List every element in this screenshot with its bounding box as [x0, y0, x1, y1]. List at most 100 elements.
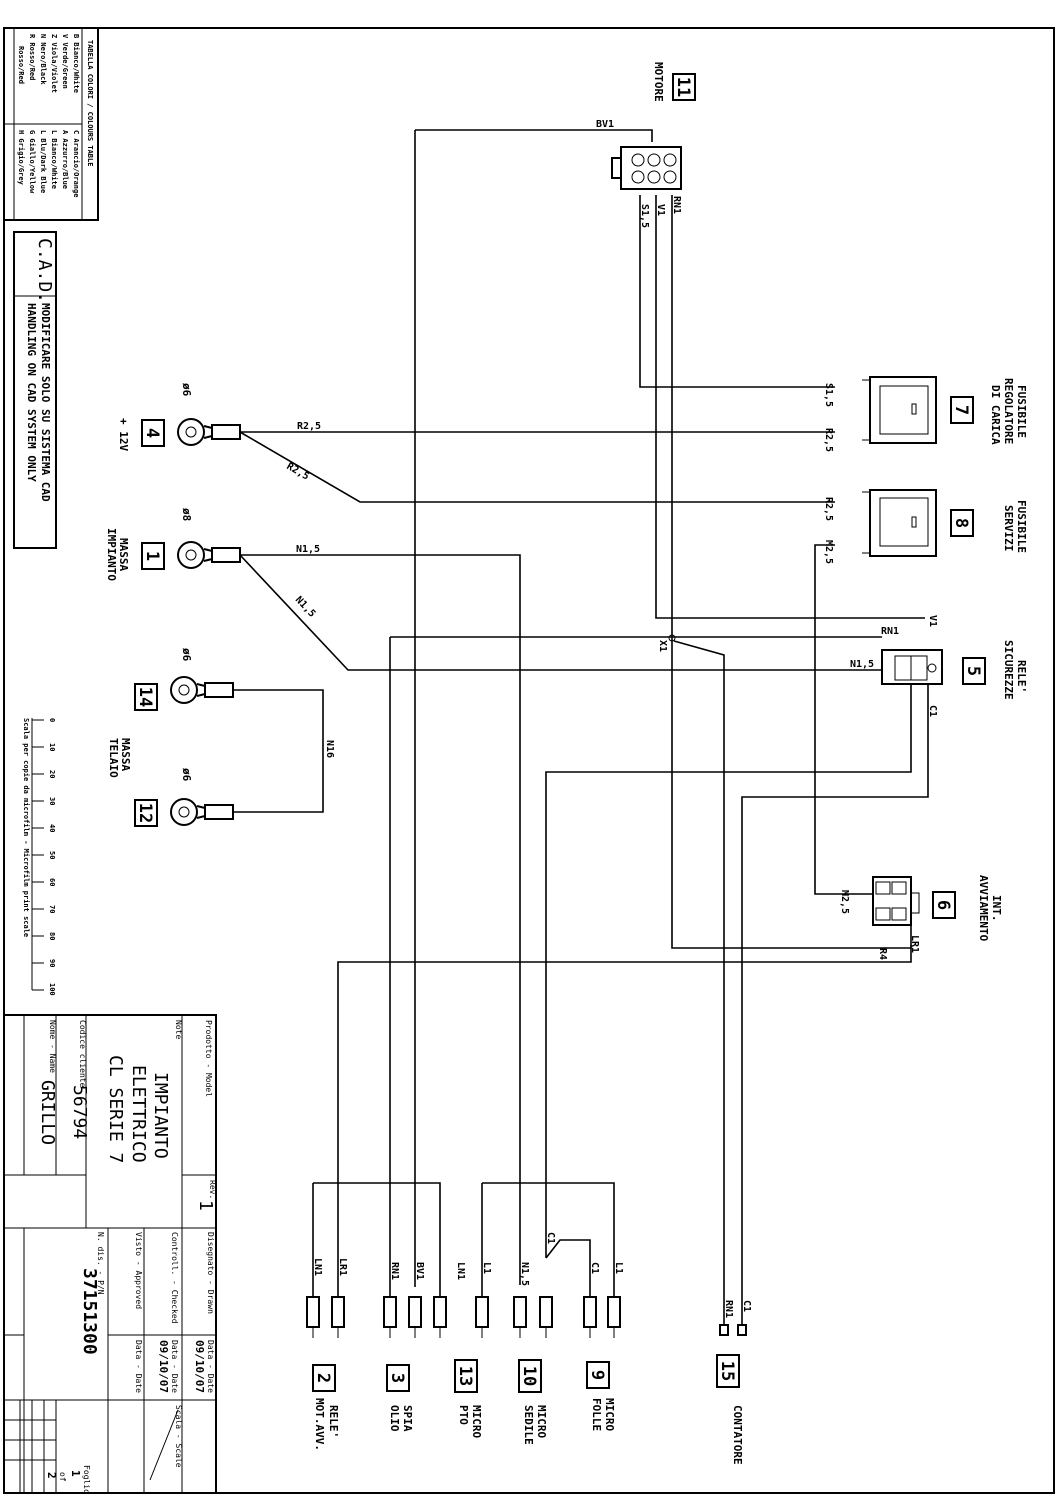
legend-row: G Giallo/Yellow	[28, 130, 36, 194]
fuse-holder-8	[862, 489, 937, 557]
ring-terminal-4	[177, 418, 241, 446]
relay-5-label-1: RELE'	[1015, 660, 1028, 693]
tb-nome: GRILLO	[37, 1080, 58, 1145]
wire-label: C1	[589, 1262, 600, 1274]
component-num-11: 11	[673, 77, 693, 97]
wire-label: RN1	[671, 196, 682, 214]
component-num-1: 1	[142, 551, 162, 561]
fuse-7-label-1: FUSIBILE	[1015, 385, 1028, 438]
cad-line-1: MODIFICARE SOLO SU SISTEMA CAD	[39, 303, 52, 502]
legend-row: Rosso/Red	[17, 46, 25, 84]
component-num-13: 13	[455, 1366, 475, 1386]
tb-sheet-num: 1	[69, 1470, 82, 1477]
tb-title-3: CL SERIE 7	[105, 1055, 126, 1163]
component-num-7: 7	[951, 405, 971, 415]
tb-of: of	[58, 1472, 67, 1482]
wires	[233, 129, 929, 1325]
relay-5-label-2: SICUREZZE	[1002, 640, 1015, 700]
tb-part-number: 37151300	[79, 1268, 100, 1355]
fuse-8-label-2: SERVIZI	[1002, 505, 1015, 551]
scale-note: Scala per copie da microfilm - Microfilm…	[22, 718, 30, 937]
terminal-14-size: ø6	[180, 648, 193, 662]
component-num-12: 12	[135, 803, 155, 823]
legend-title: TABELLA COLORI / COLOURS TABLE	[86, 40, 94, 166]
bottom-connectors	[306, 1296, 747, 1338]
wire-label: M2,5	[839, 890, 850, 914]
wire-label: R2,5	[297, 421, 321, 432]
wire-label: V1	[927, 615, 938, 627]
component-num-14: 14	[135, 687, 155, 707]
terminal-12-label-2: TELAIO	[107, 738, 120, 778]
ring-terminal-14	[170, 676, 234, 704]
wire-label: C1	[927, 705, 938, 717]
tb-rev-label: Rev.	[208, 1180, 217, 1199]
connector-10-label-1: MICRO	[535, 1405, 548, 1438]
connector-9-label-1: MICRO	[603, 1398, 616, 1431]
scale-tick: 70	[48, 905, 56, 913]
tb-title-1: IMPIANTO	[150, 1072, 171, 1159]
tb-data-label-1: Data - Date	[206, 1340, 215, 1393]
scale-tick: 80	[48, 932, 56, 940]
scale-tick: 0	[48, 718, 56, 722]
tb-codice-label: Codice cliente	[78, 1020, 87, 1088]
wire-label: R2,5	[823, 497, 834, 521]
component-num-2: 2	[313, 1373, 333, 1383]
wire-label: N1,5	[850, 659, 874, 670]
wire-label: C1	[741, 1300, 752, 1312]
ignition-switch-6	[872, 876, 920, 926]
legend-row: B Bianco/White	[72, 34, 80, 93]
legend-row: L Blu/Dark Blue	[39, 130, 47, 193]
wire-label: N1,5	[519, 1262, 530, 1286]
scale-tick: 90	[48, 959, 56, 967]
connector-13-label-2: PTO	[457, 1405, 470, 1425]
wire-label: BV1	[414, 1262, 425, 1280]
switch-6-label-2: AVVIAMENTO	[977, 875, 990, 942]
terminal-12-size: ø6	[180, 768, 193, 782]
wire-label: L1	[481, 1262, 492, 1274]
component-num-6: 6	[933, 900, 953, 910]
component-label-motore: MOTORE	[652, 62, 665, 102]
wire-label: R4	[877, 948, 888, 960]
tb-ndis-label: N. dis. - P/N	[96, 1232, 105, 1295]
connector-3-label-1: SPIA	[401, 1405, 414, 1432]
tb-prodotto-label: Prodotto - Model	[204, 1020, 213, 1097]
tb-codice: 56794	[69, 1085, 90, 1139]
tb-foglio-label: Foglio	[82, 1465, 91, 1494]
legend-row: L Bianco/White	[50, 130, 58, 189]
wire-label: BV1	[596, 119, 614, 130]
tb-visto-label: Visto - Approved	[134, 1232, 143, 1309]
legend-row: N Nero/Black	[39, 34, 47, 85]
wire-label: S1,5	[639, 204, 650, 228]
scale-tick: 60	[48, 878, 56, 886]
tb-controllato-label: Controll. - Checked	[170, 1232, 179, 1324]
component-num-10: 10	[519, 1366, 539, 1386]
wire-label: RN1	[881, 626, 899, 637]
wire-label: R2,5	[823, 428, 834, 452]
tb-scala-label: Scala - Scale	[174, 1405, 183, 1468]
fuse-8-label-1: FUSIBILE	[1015, 500, 1028, 553]
wire-label: S1,5	[823, 383, 834, 407]
connector-3-label-2: OLIO	[388, 1405, 401, 1432]
terminal-1-label-2: IMPIANTO	[105, 528, 118, 581]
terminal-1-size: ø8	[180, 508, 193, 521]
scale-tick: 50	[48, 851, 56, 859]
wire-label: LR1	[337, 1258, 348, 1276]
tb-total-sheets: 2	[45, 1472, 58, 1479]
tb-date-1: 09/10/07	[193, 1340, 206, 1393]
scale-tick: 10	[48, 743, 56, 751]
component-num-3: 3	[387, 1373, 407, 1383]
scale-tick: 20	[48, 770, 56, 778]
cad-mark: C.A.D.	[34, 238, 55, 303]
tb-nome-label: Nome - Name	[48, 1020, 57, 1073]
connector-13-label-1: MICRO	[470, 1405, 483, 1438]
component-num-8: 8	[951, 518, 971, 528]
wire-label: N1,5	[296, 544, 320, 555]
wire-label: RN1	[389, 1262, 400, 1280]
tb-data-label-2: Data - Date	[170, 1340, 179, 1393]
ring-terminal-1	[177, 541, 241, 569]
legend-row: R Rosso/Red	[28, 34, 36, 80]
fuse-holder-7	[862, 376, 937, 444]
microfilm-scale: 0 10 20 30 40 50 60 70 80 90 100 Scala p…	[22, 718, 56, 996]
scale-tick: 100	[48, 983, 56, 996]
